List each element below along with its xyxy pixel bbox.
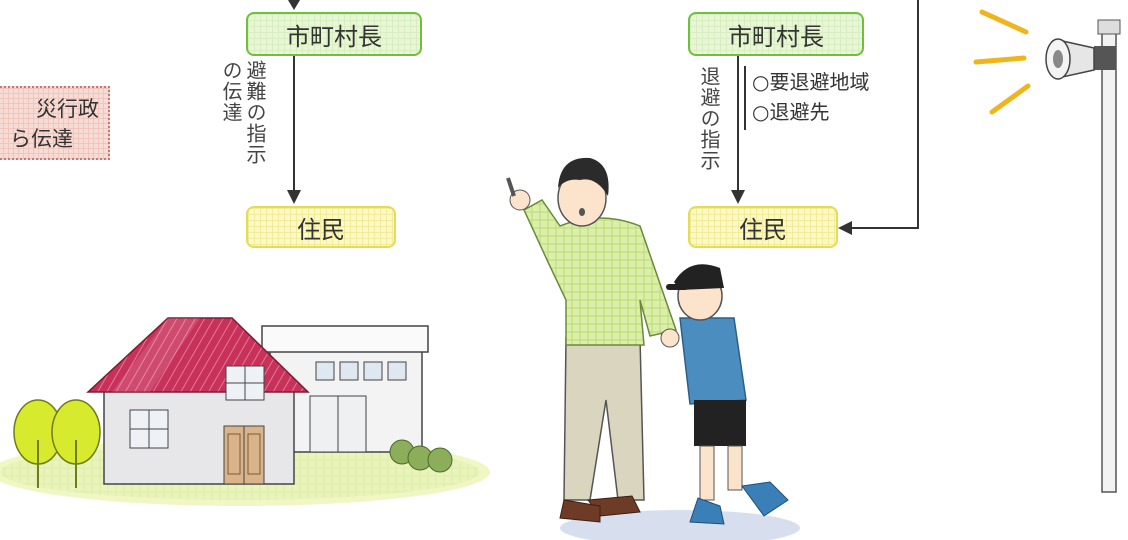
left-instruction-text-2: の伝達 — [219, 60, 243, 123]
left-residents-box: 住民 — [246, 206, 396, 248]
right-mayor-box: 市町村長 — [688, 12, 864, 56]
people-ground — [560, 510, 800, 540]
right-flow-arrows — [731, 0, 919, 235]
note-line-2: ら伝達 — [10, 127, 73, 151]
sound-wave-icon — [973, 9, 1031, 115]
disaster-admin-note: 災行政 ら伝達 — [0, 86, 110, 160]
note-line-1: 災行政 — [36, 97, 99, 121]
right-instruction-text: 退避の指示 — [697, 66, 721, 171]
bullet-evacuation-area: ○要退避地域 — [752, 70, 870, 94]
man-figure-icon — [506, 157, 680, 523]
loudspeaker-pole-icon — [1045, 19, 1121, 493]
house-icon — [86, 317, 453, 485]
bullet-evacuation-destination: ○退避先 — [752, 100, 830, 124]
left-mayor-label: 市町村長 — [286, 22, 382, 51]
left-instruction-text: 避難の指示 — [243, 60, 267, 165]
left-mayor-box: 市町村長 — [246, 12, 422, 56]
tree-icon — [13, 399, 101, 488]
right-residents-label: 住民 — [739, 215, 787, 244]
right-mayor-label: 市町村長 — [728, 22, 824, 51]
left-flow-arrows — [287, 0, 301, 204]
right-residents-box: 住民 — [688, 206, 838, 248]
boy-figure-icon — [666, 264, 789, 525]
left-residents-label: 住民 — [297, 215, 345, 244]
